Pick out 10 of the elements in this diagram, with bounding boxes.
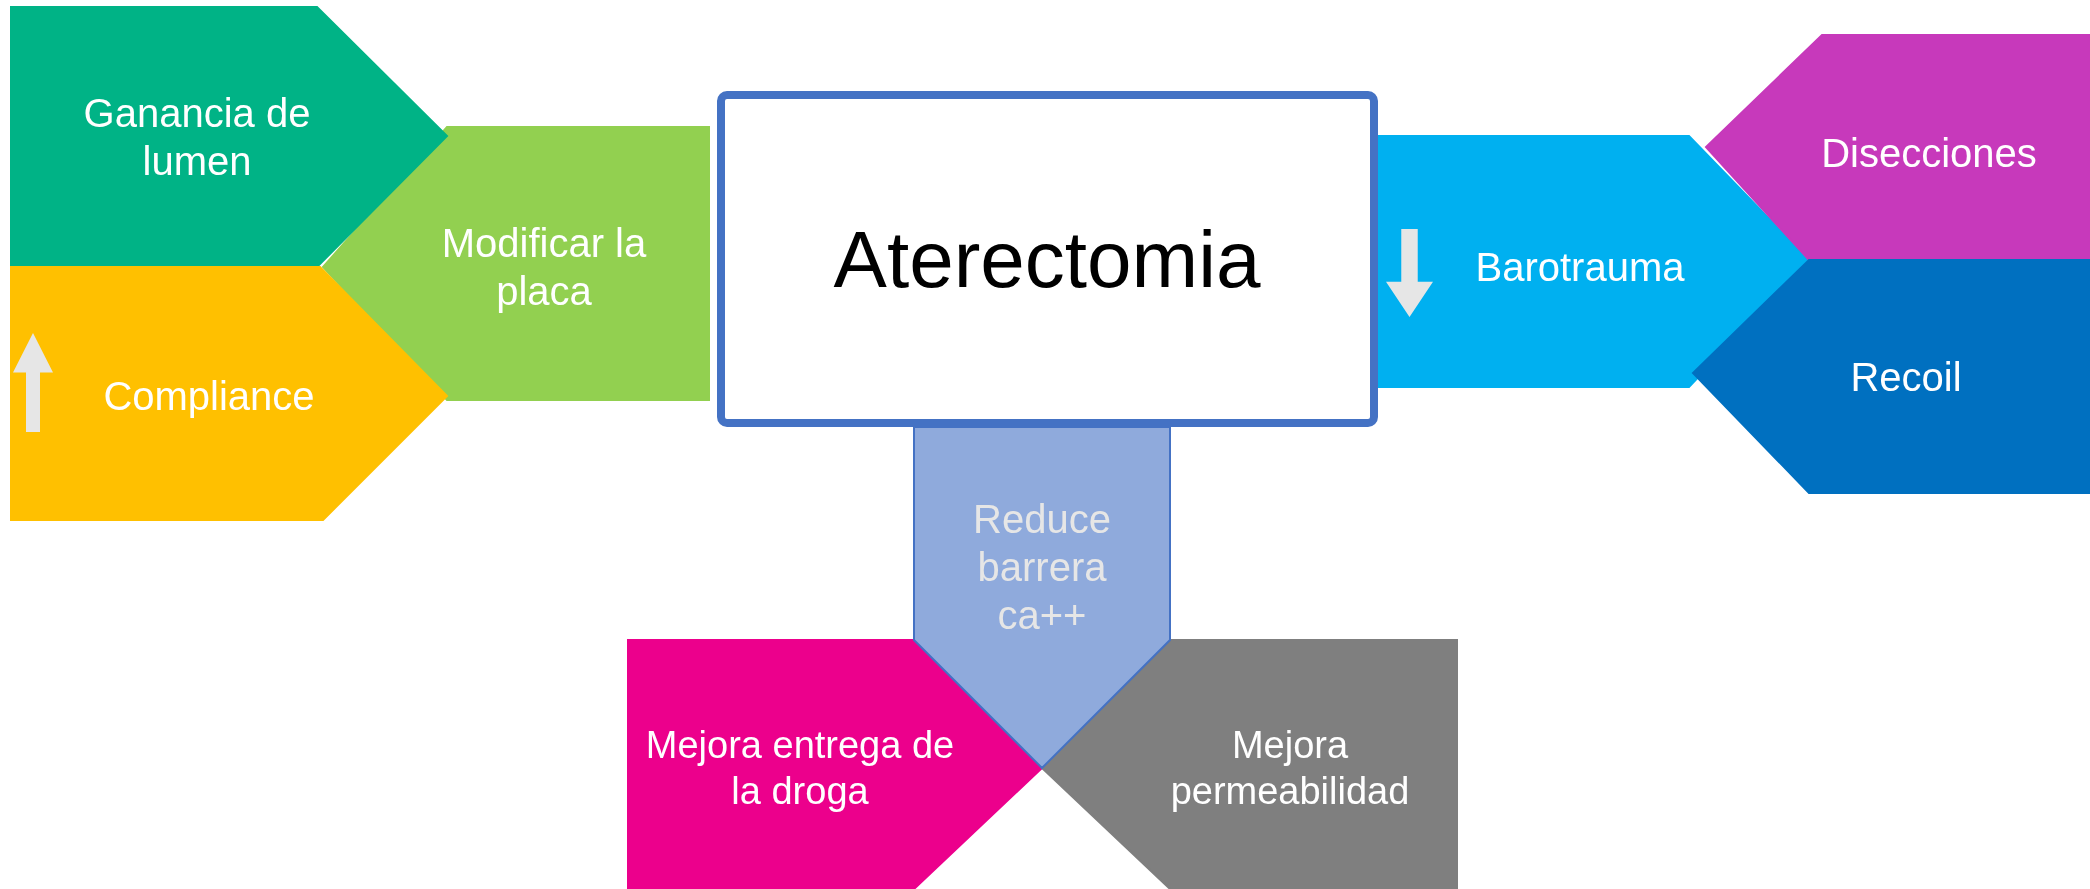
- node-label: Ganancia de lumen: [82, 90, 312, 185]
- node-label: Aterectomia: [832, 214, 1262, 306]
- node-label: Reduce barrera ca++: [972, 496, 1112, 639]
- node-label: Modificar la placa: [440, 220, 648, 315]
- node-label: Disecciones: [1820, 130, 2038, 177]
- node-label: Barotrauma: [1474, 244, 1686, 291]
- node-label: Mejora entrega de la droga: [645, 723, 955, 814]
- node-label: Mejora permeabilidad: [1169, 723, 1411, 814]
- node-label: Compliance: [102, 373, 316, 420]
- node-label: Recoil: [1849, 354, 1963, 401]
